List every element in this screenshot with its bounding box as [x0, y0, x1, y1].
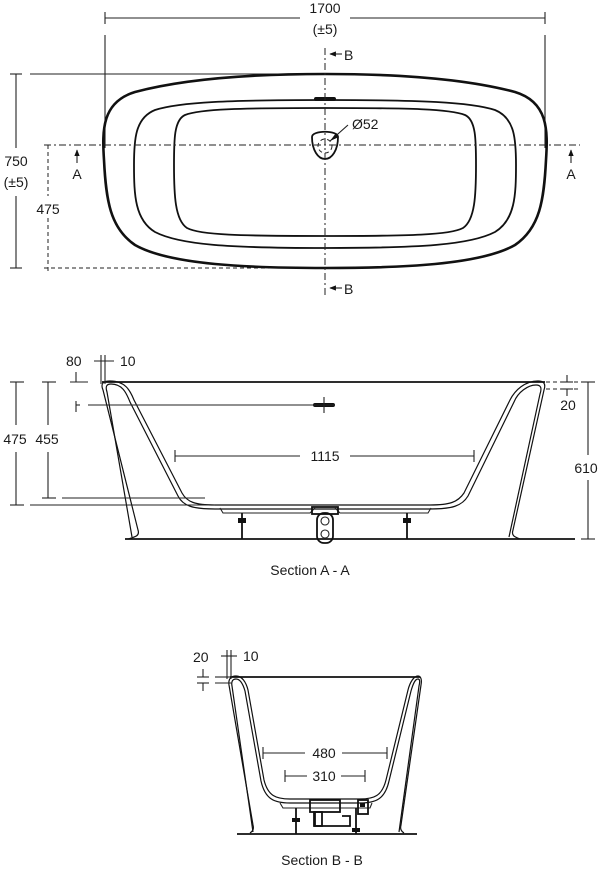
- section-b-frame: [279, 802, 373, 809]
- waste-trap-b: [309, 799, 369, 827]
- internal-depth-dimension: 455: [35, 381, 205, 499]
- section-b-shell-outer: [228, 675, 422, 834]
- base-length-dimension: 1115: [174, 448, 475, 464]
- svg-text:A: A: [72, 166, 82, 182]
- waste-trap: [316, 512, 334, 544]
- leg-b-left: [292, 808, 300, 834]
- internal-width-dimension: 480: [262, 745, 388, 761]
- leg-left: [238, 513, 246, 539]
- section-marker-a-left: A: [72, 149, 82, 182]
- overall-height-dimension: 475: [3, 381, 215, 506]
- height-to-floor-dimension: 610: [574, 381, 598, 540]
- section-b-shell-inner: [231, 678, 421, 833]
- leg-b-right: [352, 808, 360, 834]
- length-tolerance: (±5): [313, 21, 338, 37]
- rim-thickness-value-a: 20: [560, 397, 576, 413]
- rim-offset-value: 80: [66, 353, 82, 369]
- wall-thickness-value-a: 10: [120, 353, 136, 369]
- section-b-view: 20 10 480 310: [193, 648, 422, 868]
- wall-thickness-dimension-b: 10: [221, 648, 259, 679]
- plan-basin-floor: [173, 107, 477, 237]
- section-b-caption: Section B - B: [281, 852, 363, 868]
- waste-offset-value: 475: [36, 201, 60, 217]
- width-dimension: 750 (±5): [4, 73, 322, 269]
- waste-diameter: Ø52: [352, 116, 379, 132]
- section-a-caption: Section A - A: [270, 562, 350, 578]
- internal-depth-value: 455: [35, 431, 59, 447]
- section-a-shell-inner: [105, 383, 542, 538]
- section-marker-b-top: B: [329, 47, 353, 63]
- section-marker-b-bottom: B: [329, 281, 353, 297]
- waste-offset-dimension: 475: [36, 145, 325, 272]
- base-width-value: 310: [312, 768, 336, 784]
- waste-fitting: [311, 506, 339, 515]
- internal-width-value: 480: [312, 745, 336, 761]
- section-marker-a-right: A: [566, 149, 576, 182]
- leg-right: [403, 513, 411, 539]
- length-dimension: 1700 (±5): [104, 0, 546, 148]
- width-tolerance: (±5): [4, 174, 29, 190]
- waste-leader-arrow: [330, 133, 339, 141]
- svg-text:B: B: [344, 281, 353, 297]
- length-value: 1700: [309, 0, 340, 16]
- rim-thickness-dimension-b: 20: [193, 649, 232, 691]
- svg-text:A: A: [566, 166, 576, 182]
- rim-thickness-dimension-a: 20: [546, 375, 578, 413]
- plan-view: 1700 (±5) 750 (±5) 475: [4, 0, 580, 297]
- rim-thickness-value-b: 20: [193, 649, 209, 665]
- base-width-dimension: 310: [284, 768, 366, 784]
- rim-offset-dimension: 80: [66, 353, 88, 383]
- wall-thickness-value-b: 10: [243, 648, 259, 664]
- overall-height-value: 475: [3, 431, 27, 447]
- section-a-shell-outer: [101, 380, 546, 540]
- wall-thickness-dimension-a: 10: [94, 353, 136, 384]
- svg-text:B: B: [344, 47, 353, 63]
- base-length-value: 1115: [310, 448, 339, 464]
- waste-outlet: [311, 130, 339, 160]
- height-to-floor-value: 610: [574, 460, 598, 476]
- section-a-view: 80 10 475 455: [3, 353, 598, 578]
- width-value: 750: [4, 153, 28, 169]
